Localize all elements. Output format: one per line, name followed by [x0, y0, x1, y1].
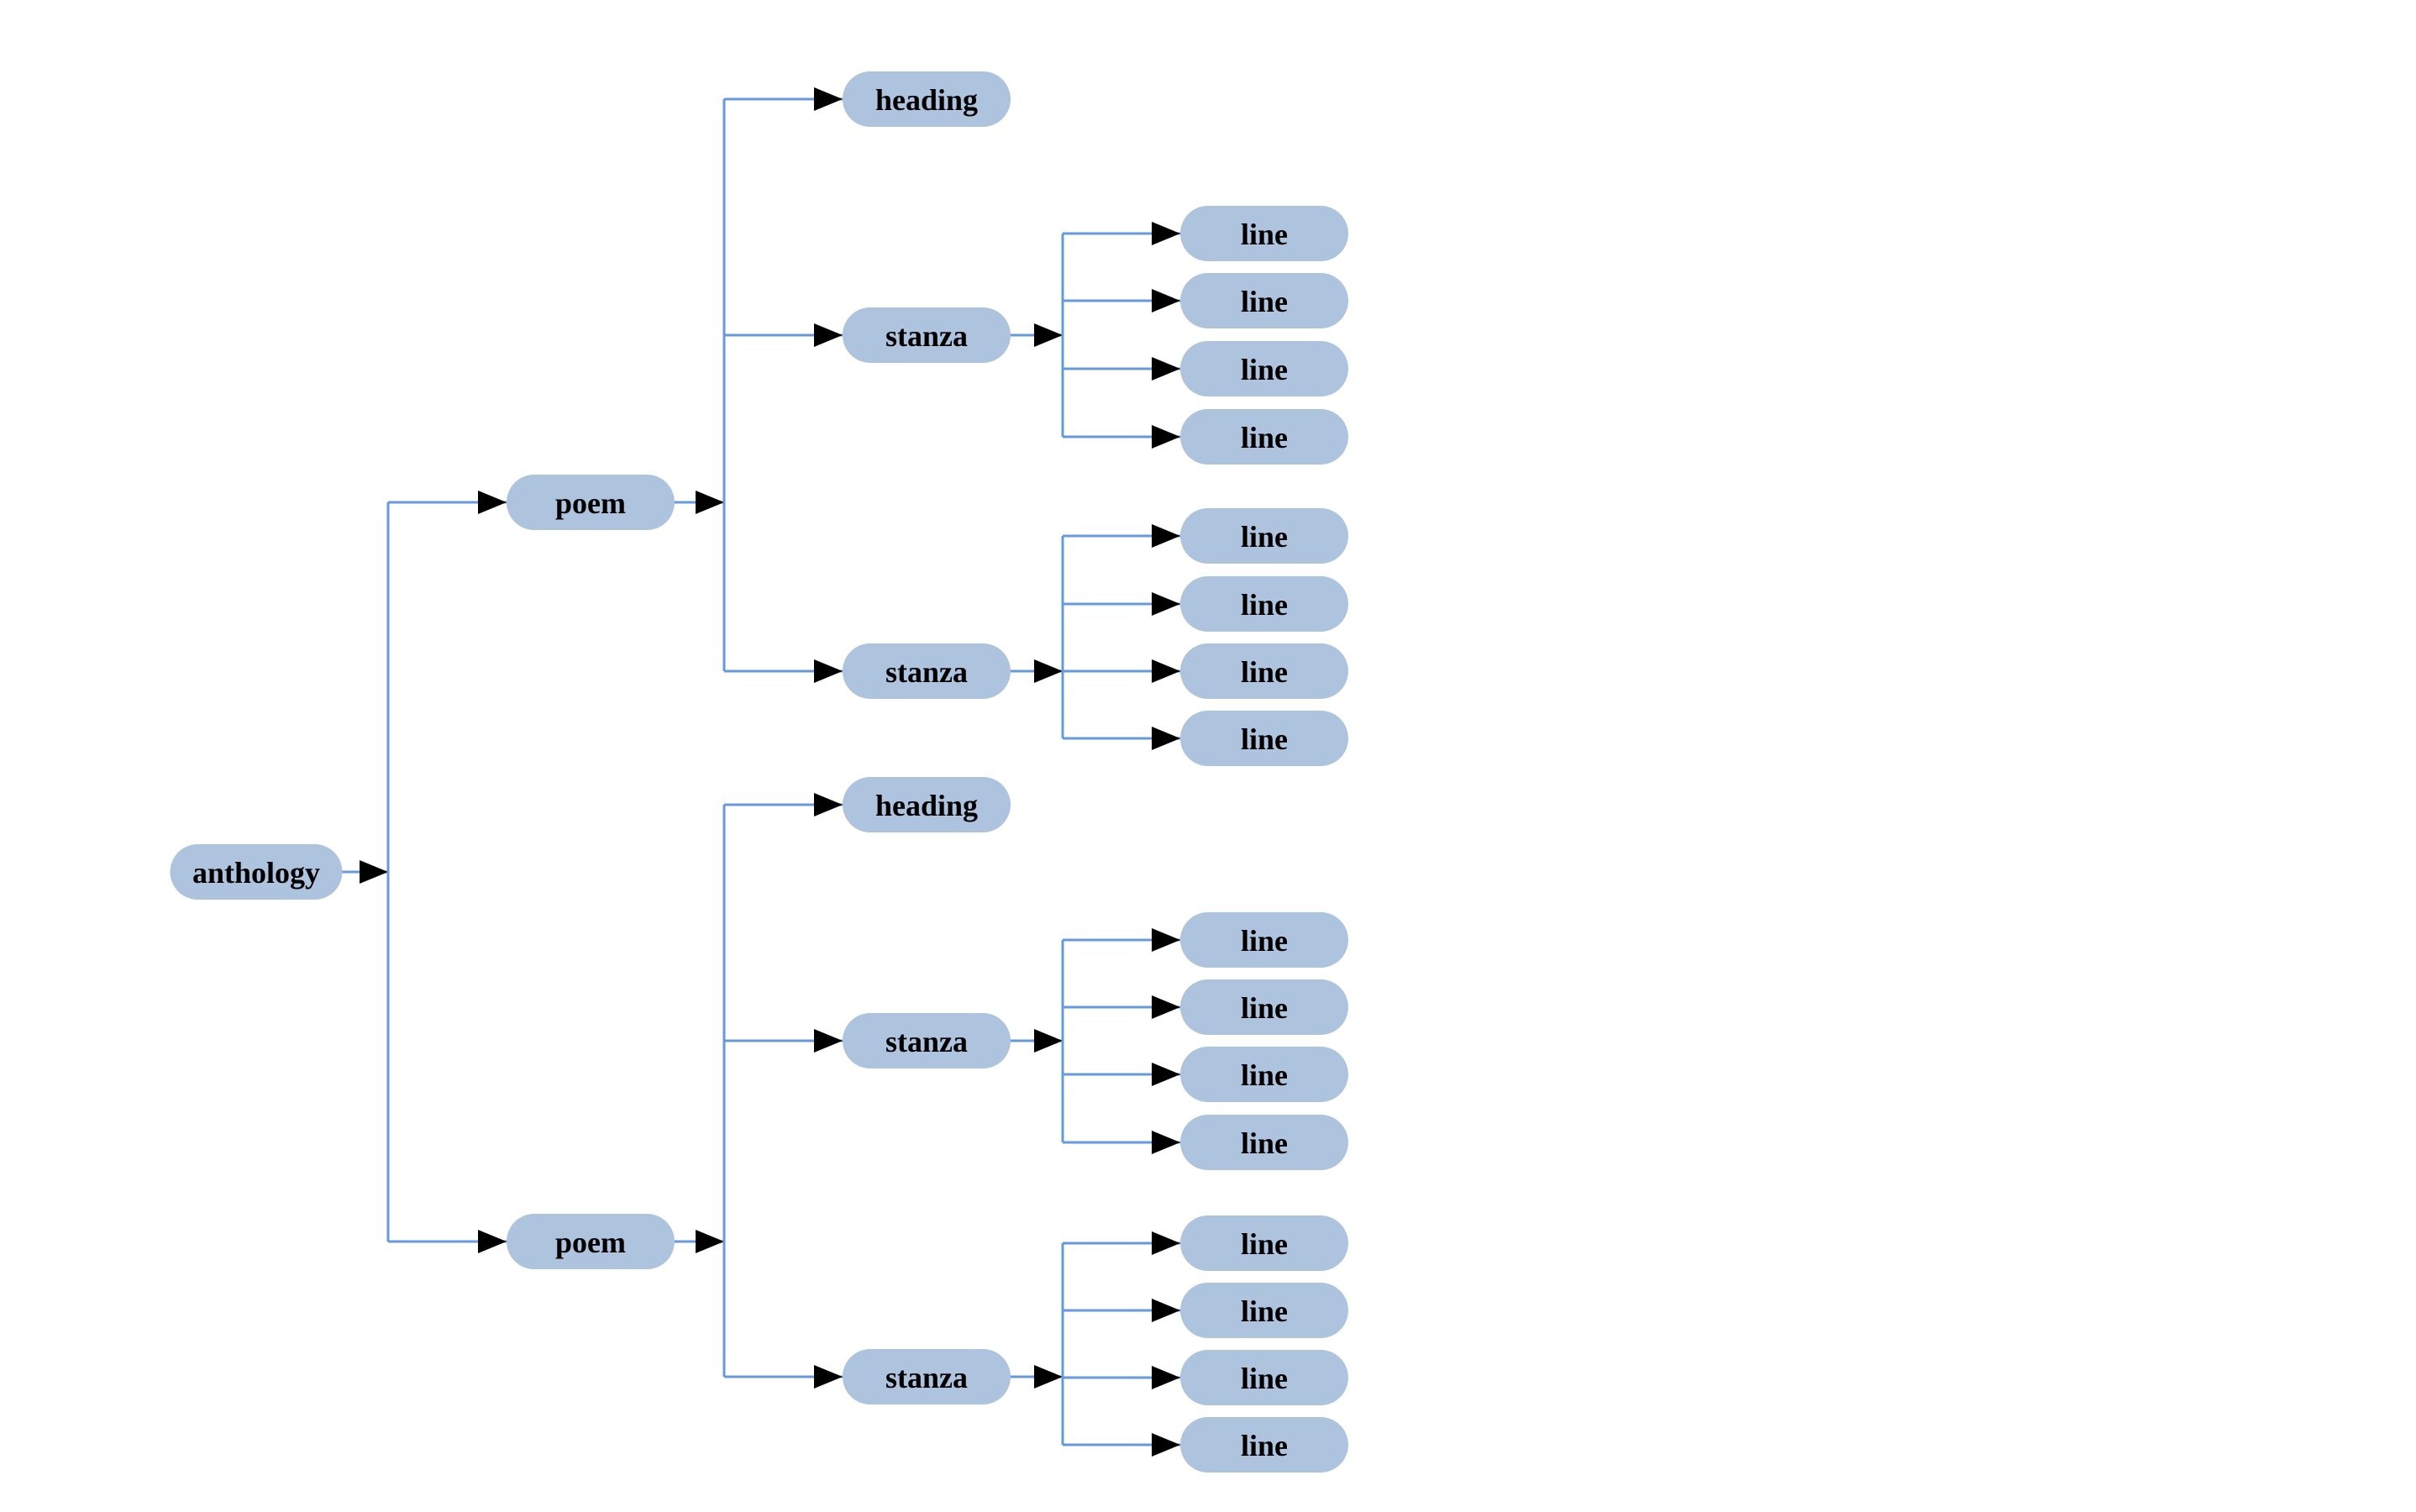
tree-node-poem-2[interactable]: poem — [507, 1214, 675, 1269]
edge-layer — [342, 87, 1180, 1457]
tree-node-line-1b-1[interactable]: line — [1180, 508, 1348, 564]
node-pill-shape — [1180, 1283, 1348, 1338]
edge-arrowhead — [1152, 524, 1180, 548]
edge-arrowhead — [1152, 1063, 1180, 1086]
node-pill-shape — [843, 71, 1011, 127]
node-pill-shape — [1180, 206, 1348, 261]
tree-node-line-1a-3[interactable]: line — [1180, 341, 1348, 396]
tree-node-line-1a-4[interactable]: line — [1180, 409, 1348, 465]
tree-node-stanza-2b[interactable]: stanza — [843, 1349, 1011, 1404]
node-pill-shape — [507, 475, 675, 530]
tree-node-line-2b-1[interactable]: line — [1180, 1215, 1348, 1271]
tree-node-line-2a-3[interactable]: line — [1180, 1047, 1348, 1102]
tree-node-line-2b-2[interactable]: line — [1180, 1283, 1348, 1338]
edge-arrowhead — [696, 1230, 724, 1253]
edge-arrowhead — [360, 860, 388, 884]
tree-node-line-1a-2[interactable]: line — [1180, 273, 1348, 328]
edge-arrowhead — [1034, 323, 1063, 347]
node-pill-shape — [1180, 643, 1348, 699]
edge-arrowhead — [814, 793, 843, 816]
node-pill-shape — [1180, 912, 1348, 968]
node-pill-shape — [843, 307, 1011, 363]
node-pill-shape — [1180, 1115, 1348, 1170]
tree-node-line-1b-2[interactable]: line — [1180, 576, 1348, 632]
edge-arrowhead — [1034, 1365, 1063, 1389]
tree-node-line-2a-2[interactable]: line — [1180, 979, 1348, 1035]
edge-arrowhead — [814, 323, 843, 347]
edge-arrowhead — [1152, 727, 1180, 750]
tree-node-line-1b-4[interactable]: line — [1180, 711, 1348, 766]
tree-node-line-1a-1[interactable]: line — [1180, 206, 1348, 261]
edge-arrowhead — [1152, 1366, 1180, 1389]
node-pill-shape — [843, 1013, 1011, 1068]
edge-arrowhead — [1152, 659, 1180, 683]
tree-node-line-1b-3[interactable]: line — [1180, 643, 1348, 699]
edge-arrowhead — [1152, 928, 1180, 952]
edge-arrowhead — [1152, 592, 1180, 616]
node-pill-shape — [1180, 409, 1348, 465]
edge-arrowhead — [1034, 659, 1063, 683]
node-pill-shape — [1180, 1047, 1348, 1102]
node-pill-shape — [1180, 576, 1348, 632]
tree-node-poem-1[interactable]: poem — [507, 475, 675, 530]
node-pill-shape — [1180, 273, 1348, 328]
tree-node-line-2a-4[interactable]: line — [1180, 1115, 1348, 1170]
tree-node-stanza-2a[interactable]: stanza — [843, 1013, 1011, 1068]
node-pill-shape — [843, 1349, 1011, 1404]
node-pill-shape — [1180, 341, 1348, 396]
node-pill-shape — [843, 777, 1011, 832]
edge-arrowhead — [1152, 222, 1180, 245]
edge-arrowhead — [1152, 289, 1180, 312]
edge-arrowhead — [1152, 357, 1180, 381]
tree-node-line-2b-3[interactable]: line — [1180, 1350, 1348, 1405]
tree-node-heading-2[interactable]: heading — [843, 777, 1011, 832]
tree-node-stanza-1b[interactable]: stanza — [843, 643, 1011, 699]
tree-node-line-2b-4[interactable]: line — [1180, 1417, 1348, 1473]
edge-arrowhead — [814, 1029, 843, 1053]
node-pill-shape — [1180, 508, 1348, 564]
edge-arrowhead — [1152, 1231, 1180, 1255]
node-pill-shape — [1180, 979, 1348, 1035]
node-pill-shape — [843, 643, 1011, 699]
tree-node-stanza-1a[interactable]: stanza — [843, 307, 1011, 363]
edge-arrowhead — [1152, 1131, 1180, 1154]
edge-arrowhead — [696, 491, 724, 514]
edge-arrowhead — [1034, 1029, 1063, 1053]
edge-arrowhead — [478, 491, 507, 514]
tree-node-heading-1[interactable]: heading — [843, 71, 1011, 127]
edge-arrowhead — [1152, 425, 1180, 449]
edge-arrowhead — [814, 87, 843, 111]
tree-node-anthology[interactable]: anthology — [170, 844, 343, 900]
node-pill-shape — [1180, 1417, 1348, 1473]
edge-arrowhead — [1152, 995, 1180, 1019]
node-pill-shape — [170, 844, 343, 900]
edge-arrowhead — [814, 1365, 843, 1389]
edge-arrowhead — [814, 659, 843, 683]
node-pill-shape — [1180, 1215, 1348, 1271]
node-pill-shape — [1180, 711, 1348, 766]
tree-node-line-2a-1[interactable]: line — [1180, 912, 1348, 968]
node-pill-shape — [507, 1214, 675, 1269]
node-pill-shape — [1180, 1350, 1348, 1405]
node-layer: anthology poem poem heading stanza stanza head… — [170, 71, 1348, 1473]
edge-arrowhead — [478, 1230, 507, 1253]
edge-arrowhead — [1152, 1433, 1180, 1457]
edge-arrowhead — [1152, 1299, 1180, 1322]
